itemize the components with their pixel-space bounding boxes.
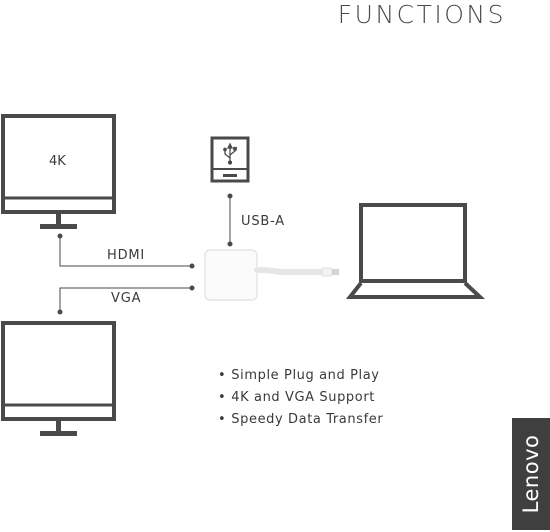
- feature-list: Simple Plug and Play 4K and VGA Support …: [218, 365, 383, 431]
- page-title: FUNCTIONS: [337, 0, 506, 29]
- connection-lines: [57, 193, 233, 315]
- monitor-top-label: 4K: [49, 154, 66, 169]
- monitor-top-icon: [1, 114, 116, 229]
- usb-label: USB-A: [241, 214, 285, 229]
- adapter-icon: [204, 249, 339, 301]
- usb-drive-icon: [210, 136, 250, 183]
- feature-item: 4K and VGA Support: [218, 387, 383, 409]
- monitor-bottom-icon: [1, 321, 116, 436]
- feature-item: Speedy Data Transfer: [218, 409, 383, 431]
- brand-name: Lenovo: [519, 434, 543, 514]
- lenovo-logo: Lenovo: [512, 418, 550, 530]
- laptop-icon: [345, 203, 486, 299]
- usb-symbol-icon: [223, 142, 237, 165]
- hdmi-label: HDMI: [107, 248, 145, 263]
- vga-label: VGA: [111, 291, 141, 306]
- feature-item: Simple Plug and Play: [218, 365, 383, 387]
